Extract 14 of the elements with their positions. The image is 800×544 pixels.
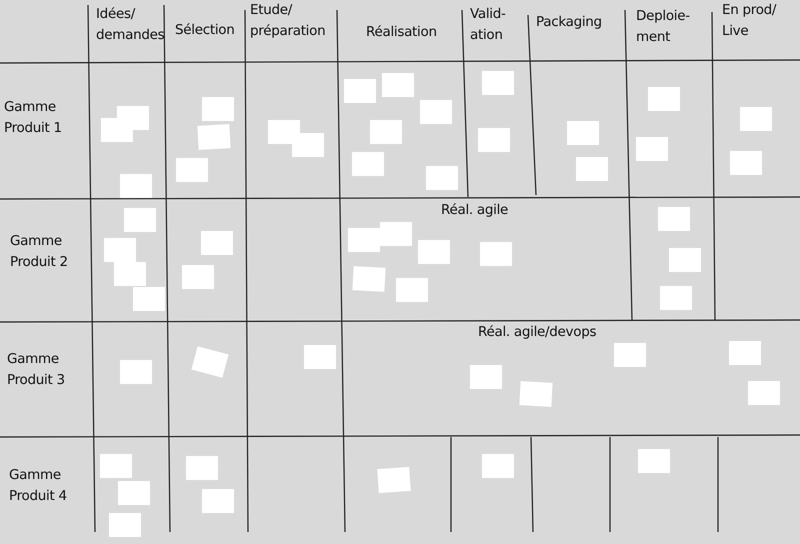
row-header: Gamme Produit 3 xyxy=(7,350,66,390)
column-header: Deploie- ment xyxy=(636,7,691,47)
column-header: Etude/ préparation xyxy=(250,1,326,41)
column-header: Valid- ation xyxy=(470,5,507,45)
column-header: Idées/ demandes xyxy=(96,5,166,45)
row-header: Gamme Produit 1 xyxy=(4,98,63,138)
column-header: Sélection xyxy=(175,21,235,40)
row-header: Gamme Produit 2 xyxy=(10,232,69,272)
row-header: Gamme Produit 4 xyxy=(9,466,68,506)
column-header: En prod/ Live xyxy=(722,1,778,41)
column-header: Réalisation xyxy=(366,23,437,42)
column-header: Packaging xyxy=(536,13,602,32)
zone-label: Réal. agile xyxy=(441,201,508,220)
zone-label: Réal. agile/devops xyxy=(478,323,596,342)
